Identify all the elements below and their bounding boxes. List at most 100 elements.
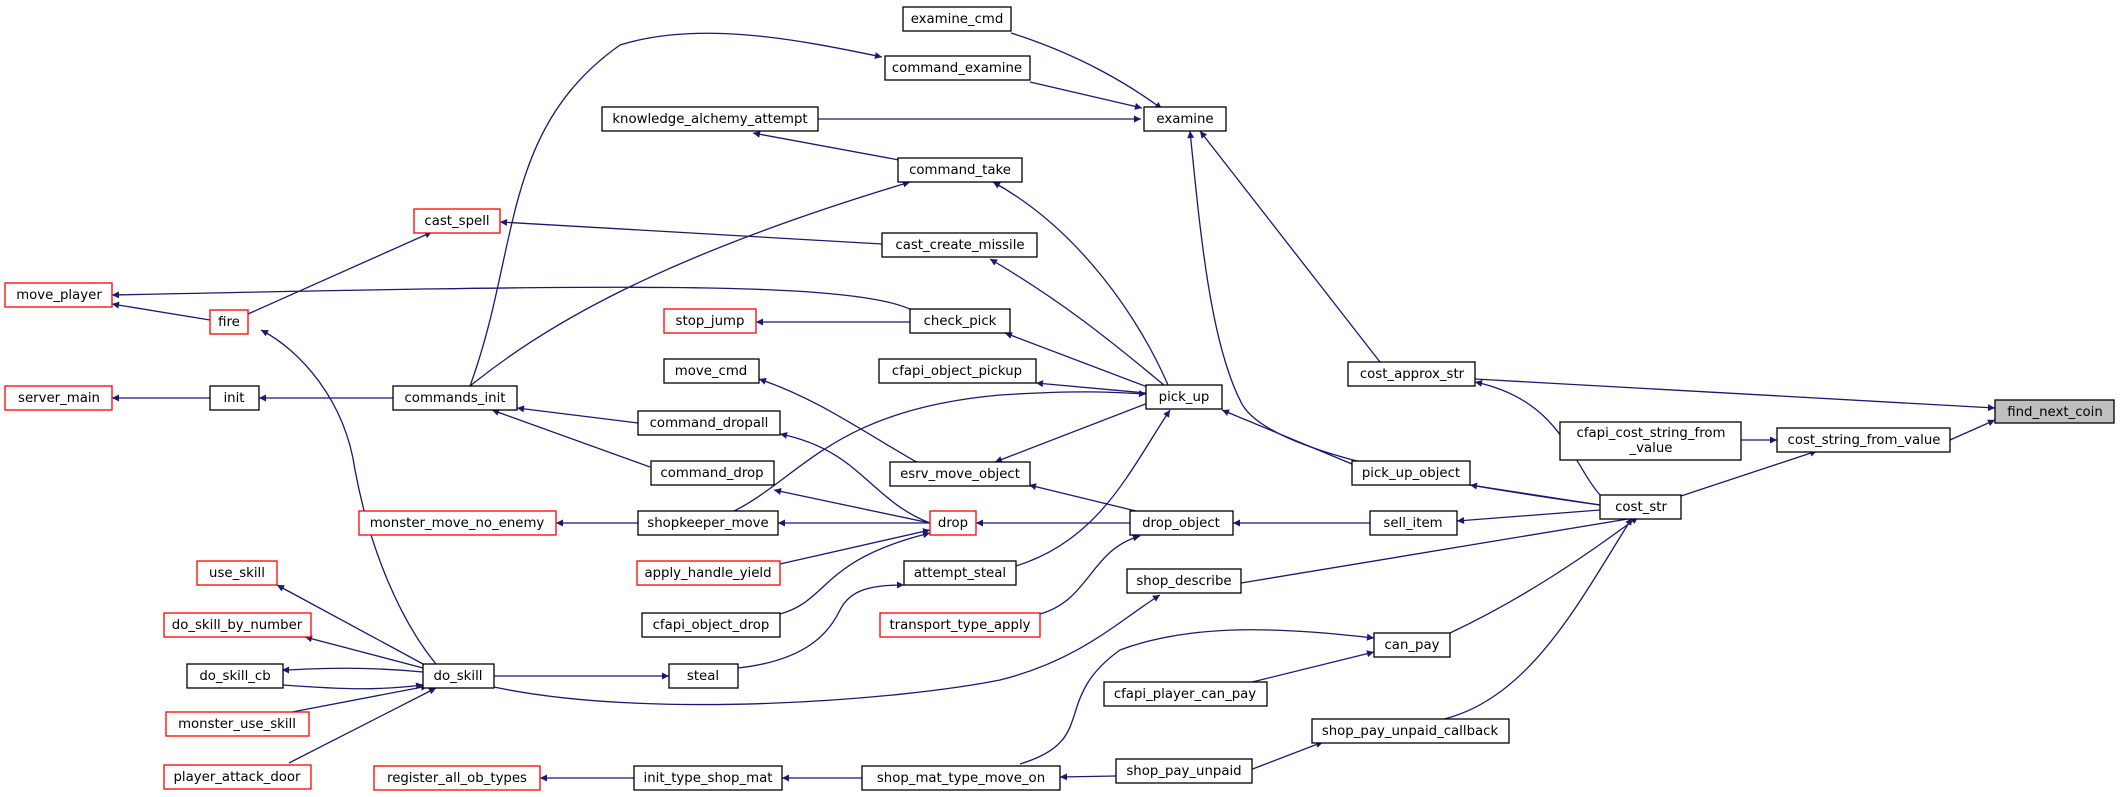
node-label: cfapi_object_pickup (892, 364, 1022, 379)
edge-do-skill-to-use-skill (276, 584, 424, 665)
edge-cost-approx-str-to-find-next-coin (1474, 378, 1996, 412)
node-monster-use-skill[interactable]: monster_use_skill (165, 711, 310, 737)
node-label: apply_handle_yield (644, 566, 771, 581)
node-label: server_main (18, 391, 100, 406)
edge-cost-str-to-examine (1187, 130, 1601, 506)
node-cost-str[interactable]: cost_str (1599, 494, 1682, 520)
node-shop-mat-type-move-on[interactable]: shop_mat_type_move_on (861, 765, 1061, 791)
node-cost-approx-str[interactable]: cost_approx_str (1347, 361, 1476, 387)
edge-commands-init-to-command-examine (469, 32, 883, 387)
node-attempt-steal[interactable]: attempt_steal (903, 560, 1017, 586)
node-label: commands_init (405, 391, 506, 406)
node-label: shop_mat_type_move_on (877, 771, 1045, 786)
node-do-skill[interactable]: do_skill (422, 663, 495, 689)
node-label: drop (938, 516, 968, 531)
node-shop-pay-unpaid[interactable]: shop_pay_unpaid (1115, 758, 1253, 784)
edge-examine-cmd-to-examine (1010, 32, 1163, 110)
node-knowledge-alchemy-attempt[interactable]: knowledge_alchemy_attempt (601, 106, 819, 132)
node-pick-up-object[interactable]: pick_up_object (1351, 460, 1471, 486)
edge-command-drop-to-commands-init (491, 409, 651, 468)
edge-transport-type-apply-to-drop-object (1039, 534, 1141, 615)
node-cost-string-from-value[interactable]: cost_string_from_value (1776, 427, 1951, 453)
node-apply-handle-yield[interactable]: apply_handle_yield (636, 560, 781, 586)
node-do-skill-by-number[interactable]: do_skill_by_number (163, 612, 312, 638)
node-move-player[interactable]: move_player (4, 282, 113, 308)
node-server-main[interactable]: server_main (4, 385, 113, 411)
edge-drop-to-command-drop (773, 488, 931, 524)
node-command-drop[interactable]: command_drop (650, 460, 775, 486)
edge-player-attack-door-to-do-skill (288, 687, 437, 764)
node-fire[interactable]: fire (209, 309, 249, 335)
node-stop-jump[interactable]: stop_jump (663, 308, 757, 334)
edge-attempt-steal-to-pick-up (1015, 409, 1171, 567)
node-init[interactable]: init (209, 385, 260, 411)
node-label: pick_up_object (1362, 466, 1460, 481)
node-cfapi-object-drop[interactable]: cfapi_object_drop (641, 612, 781, 638)
node-label: steal (687, 669, 719, 684)
node-command-examine[interactable]: command_examine (884, 55, 1031, 81)
node-can-pay[interactable]: can_pay (1373, 632, 1451, 658)
node-cfapi-cost-string-from-value[interactable]: cfapi_cost_string_from_value (1559, 421, 1742, 461)
edge-command-dropall-to-commands-init (516, 405, 639, 424)
node-label: examine_cmd (911, 12, 1004, 27)
edge-check-pick-to-move-player (111, 286, 913, 311)
node-shop-describe[interactable]: shop_describe (1126, 568, 1242, 594)
node-do-skill-cb[interactable]: do_skill_cb (186, 663, 284, 689)
node-label: monster_move_no_enemy (370, 516, 545, 531)
node-drop-object[interactable]: drop_object (1129, 510, 1234, 536)
node-cfapi-player-can-pay[interactable]: cfapi_player_can_pay (1103, 681, 1268, 707)
edge-pick-up-to-check-pick (1004, 332, 1151, 389)
node-command-take[interactable]: command_take (897, 157, 1023, 183)
edge-pick-up-to-esrv-move-object (994, 402, 1149, 463)
node-label: check_pick (924, 314, 997, 329)
node-cfapi-object-pickup[interactable]: cfapi_object_pickup (878, 358, 1037, 384)
node-shopkeeper-move[interactable]: shopkeeper_move (637, 510, 779, 536)
node-drop[interactable]: drop (929, 510, 977, 536)
node-esrv-move-object[interactable]: esrv_move_object (889, 461, 1031, 487)
edge-drop-object-to-esrv-move-object (1028, 483, 1141, 513)
node-sell-item[interactable]: sell_item (1369, 510, 1458, 536)
edge-shop-pay-unpaid-to-shop-pay-unpaid-callback (1249, 741, 1324, 771)
node-init-type-shop-mat[interactable]: init_type_shop_mat (633, 765, 783, 791)
node-cast-create-missile[interactable]: cast_create_missile (881, 232, 1038, 258)
node-label: examine (1156, 112, 1213, 127)
node-pick-up[interactable]: pick_up (1145, 384, 1223, 410)
node-label: do_skill (434, 669, 483, 684)
edges (111, 32, 1996, 782)
node-label: drop_object (1142, 516, 1220, 531)
node-check-pick[interactable]: check_pick (909, 308, 1011, 334)
node-use-skill[interactable]: use_skill (196, 560, 278, 586)
edge-shopkeeper-move-to-pick-up (729, 390, 1147, 514)
node-transport-type-apply[interactable]: transport_type_apply (879, 612, 1041, 638)
edge-shop-pay-unpaid-callback-to-cost-str (1439, 517, 1633, 721)
node-register-all-ob-types[interactable]: register_all_ob_types (373, 765, 541, 791)
node-label: command_take (909, 163, 1011, 178)
node-label: cost_string_from_value (1788, 433, 1941, 448)
edge-shop-describe-to-cost-str (1240, 514, 1641, 584)
node-player-attack-door[interactable]: player_attack_door (163, 764, 312, 790)
node-move-cmd[interactable]: move_cmd (663, 358, 760, 384)
edge-shop-mat-type-move-on-to-can-pay (1019, 629, 1375, 765)
edge-cast-create-missile-to-cast-spell (499, 218, 883, 245)
node-label-line1: cfapi_cost_string_from (1577, 426, 1726, 441)
node-label: player_attack_door (173, 770, 301, 785)
edge-esrv-move-object-to-move-cmd (758, 377, 921, 465)
node-commands-init[interactable]: commands_init (392, 385, 518, 411)
node-command-dropall[interactable]: command_dropall (637, 410, 781, 436)
node-label: monster_use_skill (178, 717, 296, 732)
node-steal[interactable]: steal (668, 663, 739, 689)
node-label: pick_up (1159, 390, 1210, 405)
node-find-next-coin[interactable]: find_next_coin (1994, 399, 2115, 424)
edge-steal-to-attempt-steal (737, 581, 905, 669)
node-label: stop_jump (676, 314, 745, 329)
node-examine-cmd[interactable]: examine_cmd (902, 6, 1012, 32)
node-cast-spell[interactable]: cast_spell (413, 208, 501, 234)
edge-pick-up-object-to-pick-up (1221, 409, 1353, 465)
node-label: command_drop (660, 466, 763, 481)
edge-fire-to-move-player (111, 301, 211, 321)
node-label: shop_pay_unpaid (1126, 764, 1241, 779)
node-monster-move-no-enemy[interactable]: monster_move_no_enemy (358, 510, 557, 536)
edge-cost-str-to-cost-approx-str (1474, 380, 1601, 496)
node-shop-pay-unpaid-callback[interactable]: shop_pay_unpaid_callback (1311, 718, 1510, 744)
node-examine[interactable]: examine (1143, 106, 1227, 132)
